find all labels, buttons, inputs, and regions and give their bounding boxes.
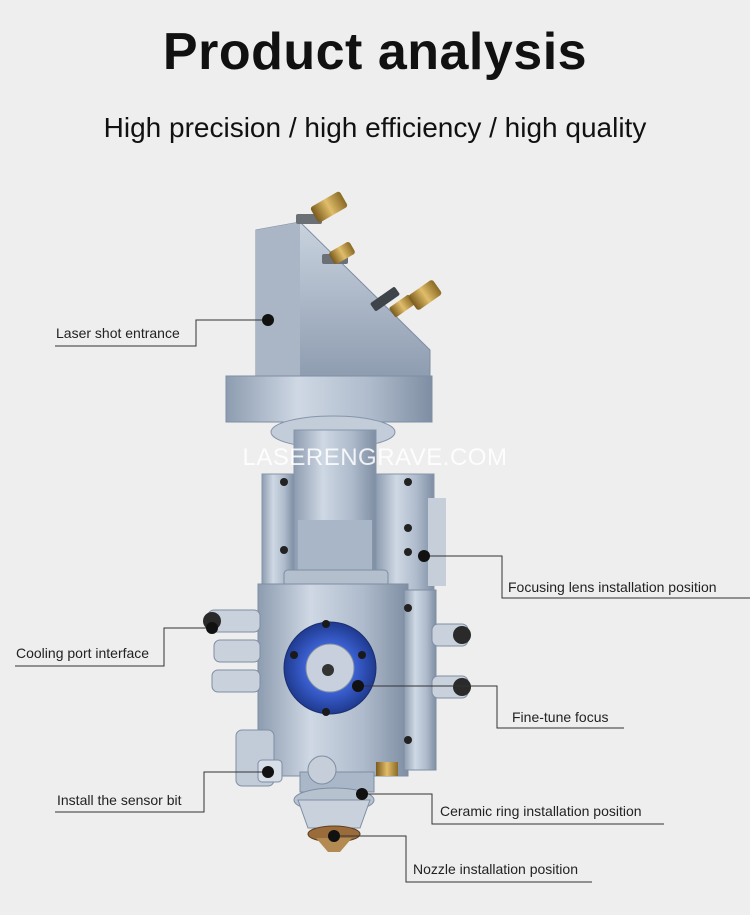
callout-cooling-port-interface: Cooling port interface <box>16 645 150 661</box>
page-subtitle: High precision / high efficiency / high … <box>103 112 647 143</box>
callout-ceramic-ring-position: Ceramic ring installation position <box>440 803 642 819</box>
callout-sensor-bit: Install the sensor bit <box>57 792 182 808</box>
callout-nozzle-position: Nozzle installation position <box>413 861 578 877</box>
callout-laser-shot-entrance: Laser shot entrance <box>56 325 180 341</box>
callout-fine-tune-focus: Fine-tune focus <box>512 709 609 725</box>
watermark-text: LASERENGRAVE.COM <box>242 444 508 471</box>
page-title: Product analysis <box>162 23 588 81</box>
callout-focusing-lens-position: Focusing lens installation position <box>508 579 717 595</box>
